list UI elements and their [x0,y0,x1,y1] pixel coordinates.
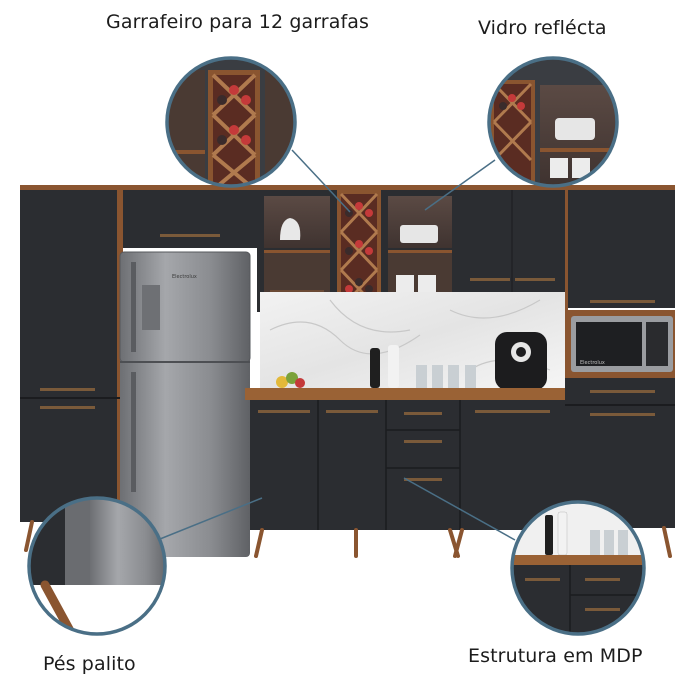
fridge-brand: Electrolux [172,274,197,280]
callout-reflective-glass [487,56,619,188]
left-cabinet-handle [40,406,95,409]
callout-wine-rack [165,56,297,188]
left-cabinet-handle [40,388,95,391]
over-fridge-cabinet [123,190,257,248]
lower-cabinets [250,400,565,530]
label-reflective-glass: Vidro refléct​a [478,17,607,39]
refrigerator: Electrolux [119,251,251,557]
air-fryer [495,332,547,390]
wine-rack [337,190,381,312]
top-wood-trim [20,185,675,190]
left-tall-cabinet [20,190,120,522]
label-mdp-structure: Estrutura em MDP [468,645,643,667]
countertop [245,388,565,400]
microwave-brand: Electrolux [580,360,605,366]
label-wine-rack: Garrafeiro para 12 garrafas [106,11,369,33]
microwave: Electrolux [571,316,673,372]
countertop-items [276,332,547,390]
label-stick-feet: Pés palito [43,653,136,675]
right-tall-cabinet [565,190,675,308]
callout-stick-feet [27,496,167,636]
